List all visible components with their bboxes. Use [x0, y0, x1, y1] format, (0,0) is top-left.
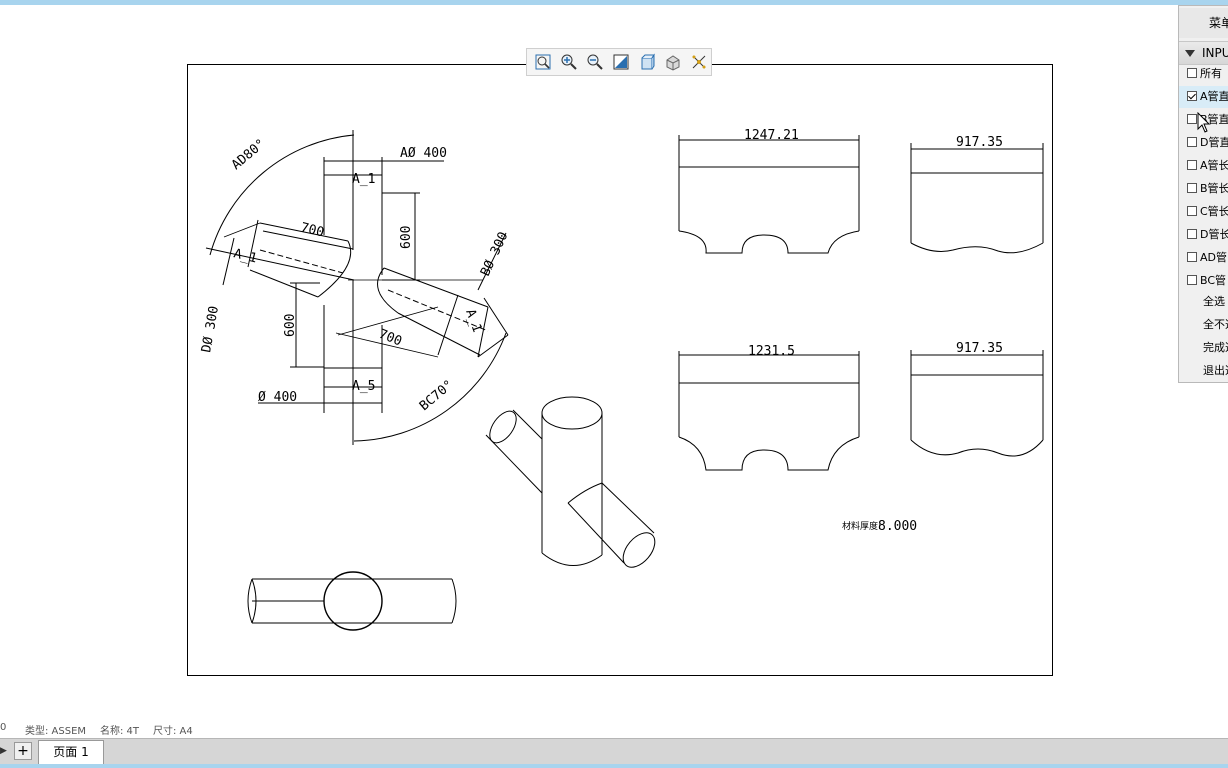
- menu-item-label: A管直: [1200, 90, 1228, 103]
- flat2-length: 917.35: [956, 135, 1003, 150]
- menu-item-a-len[interactable]: A管长: [1179, 155, 1228, 177]
- menu-item-d-len[interactable]: D管长: [1179, 224, 1228, 246]
- dim-dia-a: AØ 400: [400, 146, 447, 161]
- view-shade-button[interactable]: [661, 50, 685, 74]
- dim-dia-400: Ø 400: [258, 390, 297, 405]
- repaint-button[interactable]: [609, 50, 633, 74]
- material-label: 材料厚度:: [842, 520, 881, 532]
- side-view: [247, 571, 457, 631]
- label-a1-right: A_1: [462, 307, 484, 334]
- select-all-command[interactable]: 全选: [1203, 295, 1225, 308]
- menu-item-c-len[interactable]: C管长: [1179, 201, 1228, 223]
- menu-section-label: INPUT: [1202, 46, 1228, 60]
- view-3d-button[interactable]: [635, 50, 659, 74]
- zoom-out-icon: [587, 54, 603, 70]
- menu-item-ad[interactable]: AD管: [1179, 247, 1228, 269]
- menu-section-input[interactable]: INPUT: [1179, 41, 1228, 65]
- menu-item-a-dia[interactable]: A管直: [1179, 86, 1228, 108]
- checkbox[interactable]: [1187, 114, 1197, 124]
- material-value: 8.000: [878, 519, 917, 534]
- dim-angle-bc: BC70°: [417, 377, 457, 414]
- checkbox-checked[interactable]: [1187, 91, 1197, 101]
- done-select-command[interactable]: 完成选: [1203, 341, 1228, 354]
- quit-select-command[interactable]: 退出选: [1203, 364, 1228, 377]
- spin-center-icon: [692, 55, 706, 69]
- collapse-triangle-icon[interactable]: [1185, 50, 1195, 57]
- page-tab-bar: ▶ + 页面 1: [0, 738, 1228, 764]
- menu-item-label: AD管: [1200, 251, 1227, 264]
- menu-item-label: D管长: [1200, 228, 1228, 241]
- menu-manager-panel: 菜单 INPUT 所有 A管直 B管直 D管直 A管长 B管长 C管长 D管长 …: [1178, 5, 1228, 383]
- dim-700-left: 700: [299, 220, 325, 240]
- flat1-length: 1247.21: [744, 128, 799, 143]
- status-type: 类型: ASSEM: [25, 726, 87, 737]
- checkbox[interactable]: [1187, 68, 1197, 78]
- zoom-out-button[interactable]: [583, 50, 607, 74]
- label-a1-top: A_1: [352, 172, 375, 187]
- dim-700-right: 700: [377, 327, 404, 350]
- view-toolbar: [526, 48, 712, 76]
- status-name: 名称: 4T: [100, 726, 140, 737]
- dim-dia-d: DØ 300: [199, 305, 222, 354]
- status-size: 尺寸: A4: [153, 726, 193, 737]
- menu-item-label: A管长: [1200, 159, 1228, 172]
- zoom-fit-icon: [535, 54, 551, 70]
- unselect-all-command[interactable]: 全不选: [1203, 318, 1228, 331]
- drawing-canvas[interactable]: AD80° AØ 400 A_1 600 700 A_1 BØ 300 A_1 …: [188, 65, 1054, 677]
- dim-600-vertical: 600: [399, 226, 414, 249]
- window-top-border: [0, 0, 1228, 5]
- shaded-cube-icon: [666, 55, 680, 71]
- checkbox[interactable]: [1187, 252, 1197, 262]
- flat3-length: 1231.5: [748, 344, 795, 359]
- menu-item-label: 所有: [1200, 67, 1222, 80]
- checkbox[interactable]: [1187, 160, 1197, 170]
- menu-item-label: C管长: [1200, 205, 1228, 218]
- zoom-in-icon: [561, 54, 577, 70]
- checkbox[interactable]: [1187, 183, 1197, 193]
- mouse-cursor-icon: [1197, 112, 1211, 133]
- menu-title: 菜单: [1179, 8, 1228, 38]
- add-page-button[interactable]: +: [14, 742, 32, 760]
- label-a5: A_5: [352, 379, 375, 394]
- checkbox[interactable]: [1187, 206, 1197, 216]
- flat-patterns: [678, 135, 1044, 471]
- tab-page-1[interactable]: 页面 1: [38, 740, 104, 764]
- menu-item-label: D管直: [1200, 136, 1228, 149]
- dim-angle-ad: AD80°: [229, 136, 269, 173]
- checkbox[interactable]: [1187, 137, 1197, 147]
- window-bottom-border: [0, 764, 1228, 768]
- zoom-fit-button[interactable]: [531, 50, 555, 74]
- label-a1-left: A_1: [232, 246, 258, 266]
- zoom-in-button[interactable]: [557, 50, 581, 74]
- menu-item-label: BC管: [1200, 274, 1227, 287]
- repaint-icon: [613, 54, 629, 70]
- isometric-view: [485, 396, 656, 568]
- menu-item-bc[interactable]: BC管: [1179, 270, 1228, 292]
- status-prefix: 0: [0, 722, 7, 733]
- spin-center-button[interactable]: [687, 50, 711, 74]
- cube-icon: [641, 53, 655, 70]
- tab-scroll-arrow-icon[interactable]: ▶: [0, 746, 7, 756]
- drawing-sheet[interactable]: AD80° AØ 400 A_1 600 700 A_1 BØ 300 A_1 …: [187, 64, 1053, 676]
- dim-dia-b: BØ 300: [478, 230, 511, 279]
- dim-600-lower: 600: [283, 314, 298, 337]
- menu-item-all[interactable]: 所有: [1179, 63, 1228, 85]
- checkbox[interactable]: [1187, 275, 1197, 285]
- checkbox[interactable]: [1187, 229, 1197, 239]
- projection-view: [205, 130, 509, 445]
- menu-item-d-dia[interactable]: D管直: [1179, 132, 1228, 154]
- menu-item-label: B管长: [1200, 182, 1228, 195]
- menu-item-b-len[interactable]: B管长: [1179, 178, 1228, 200]
- flat4-length: 917.35: [956, 341, 1003, 356]
